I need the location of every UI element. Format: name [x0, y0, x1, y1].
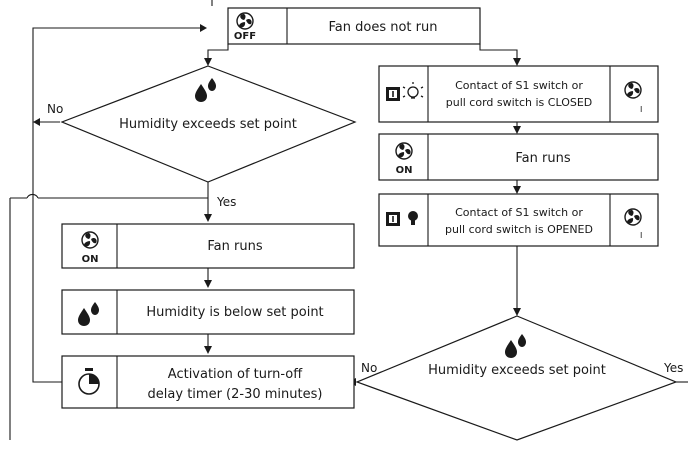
fan-icon	[236, 12, 254, 30]
node-switch-opened: Contact of S1 switch or pull cord switch…	[378, 193, 659, 247]
switch-opened-line1: Contact of S1 switch or	[455, 206, 583, 219]
node-switch-closed: Contact of S1 switch or pull cord switch…	[378, 65, 659, 123]
fan-icon	[81, 231, 99, 249]
lightbulb-outline-icon	[402, 82, 424, 99]
on-badge: ON	[82, 254, 99, 265]
yes-label-right: Yes	[663, 361, 683, 375]
off-badge: OFF	[234, 31, 256, 42]
fan-runs-left-label: Fan runs	[207, 239, 262, 254]
timer-icon	[78, 368, 100, 395]
fan-off-label: Fan does not run	[329, 20, 438, 35]
switch-icon	[386, 87, 400, 101]
fan-icon	[395, 142, 413, 160]
node-timer: Activation of turn-off delay timer (2-30…	[61, 355, 355, 409]
fan-indicator: I	[640, 105, 642, 114]
no-label-left: No	[47, 102, 63, 116]
switch-icon	[386, 212, 400, 226]
decision-humidity-right: Humidity exceeds set point	[355, 315, 678, 441]
fan-runs-right-label: Fan runs	[515, 151, 570, 166]
fan-indicator: I	[640, 231, 642, 240]
on-badge: ON	[396, 165, 413, 176]
lightbulb-filled-icon	[408, 211, 418, 225]
switch-closed-line2: pull cord switch is CLOSED	[446, 96, 593, 109]
fan-icon	[624, 208, 642, 226]
node-fan-runs-right: ON Fan runs	[378, 133, 659, 181]
humidity-right-label: Humidity exceeds set point	[428, 363, 606, 378]
switch-closed-line1: Contact of S1 switch or	[455, 79, 583, 92]
timer-label-line2: delay timer (2-30 minutes)	[148, 387, 323, 402]
no-label-right: No	[361, 361, 377, 375]
humidity-below-label: Humidity is below set point	[146, 305, 323, 320]
switch-opened-line2: pull cord switch is OPENED	[445, 223, 593, 236]
connector-lines	[9, 0, 688, 440]
timer-label-line1: Activation of turn-off	[168, 367, 303, 382]
node-fan-runs-left: ON Fan runs	[61, 223, 355, 269]
fan-icon	[624, 81, 642, 99]
yes-label-left: Yes	[216, 195, 236, 209]
humidity-left-label: Humidity exceeds set point	[119, 117, 297, 132]
node-humidity-below: Humidity is below set point	[61, 289, 355, 335]
node-fan-off: OFF Fan does not run	[227, 7, 481, 45]
decision-humidity-left: Humidity exceeds set point	[60, 65, 357, 183]
